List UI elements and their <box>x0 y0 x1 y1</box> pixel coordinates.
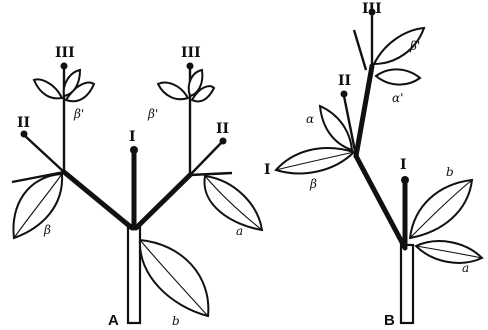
panel-a-title: A <box>108 312 119 329</box>
panel-b-upper-axis <box>356 66 372 156</box>
panel-a-label-leaf-a: a <box>236 224 243 238</box>
panel-b-label-side-first-order: I <box>264 162 271 178</box>
panel-a-right-second-order-axis <box>190 142 222 175</box>
panel-a-label-third-order-right: III <box>181 45 201 61</box>
panel-a-first-order-bud <box>130 146 138 154</box>
panel-a-label-first-order: I <box>129 129 136 145</box>
panel-a-left-second-order-bud <box>21 131 28 138</box>
panel-b-main-diagonal <box>356 156 405 248</box>
panel-a-label-leaf-b: b <box>172 314 180 328</box>
panel-a-right-branch <box>136 175 190 228</box>
panel-b-label-leaf-alpha: α <box>306 112 314 126</box>
panel-b-label-second-order: II <box>338 73 351 89</box>
panel-a-leaf-beta-prime-right-1 <box>158 83 188 100</box>
panel-a-left-third-order-bud <box>61 63 68 70</box>
panel-a-main-stem <box>128 225 140 323</box>
panel-a-label-third-order-left: III <box>55 45 75 61</box>
panel-a: I II II III III β a b β' β' A <box>12 45 262 329</box>
panel-a-left-branch <box>64 172 132 228</box>
panel-b-label-leaf-b: b <box>446 165 454 179</box>
panel-a-right-second-order-bud <box>220 138 227 145</box>
panel-b-first-order-bud <box>401 176 409 184</box>
panel-a-leaf-beta-prime-left-1 <box>34 80 62 99</box>
panel-a-label-second-order-right: II <box>216 121 229 137</box>
panel-b-label-leaf-alpha-prime: α' <box>392 91 403 105</box>
panel-a-label-leaf-beta: β <box>43 223 51 237</box>
panel-b-label-third-order: III <box>362 1 382 17</box>
panel-a-right-third-order-bud <box>187 63 194 70</box>
panel-a-leaf-a <box>204 176 262 230</box>
panel-b-dead-shoot <box>354 30 366 70</box>
panel-b-label-leaf-beta: β <box>309 177 317 191</box>
panel-b-label-first-order: I <box>400 157 407 173</box>
panel-a-label-second-order-left: II <box>17 115 30 131</box>
panel-b-second-order-bud <box>341 91 348 98</box>
panel-a-right-petiole <box>190 173 232 175</box>
panel-b-title: B <box>384 312 395 329</box>
panel-b-main-stem <box>401 245 413 323</box>
panel-b-label-leaf-beta-prime: β' <box>409 39 420 53</box>
panel-a-label-beta-prime-left: β' <box>73 107 84 121</box>
panel-b-leaf-alpha-prime <box>376 69 420 84</box>
panel-b-label-leaf-a: a <box>462 261 469 275</box>
panel-a-left-second-order-axis <box>24 135 64 172</box>
panel-b: I II III I β α b a β' α' B <box>264 1 482 329</box>
panel-a-label-beta-prime-right: β' <box>147 107 158 121</box>
